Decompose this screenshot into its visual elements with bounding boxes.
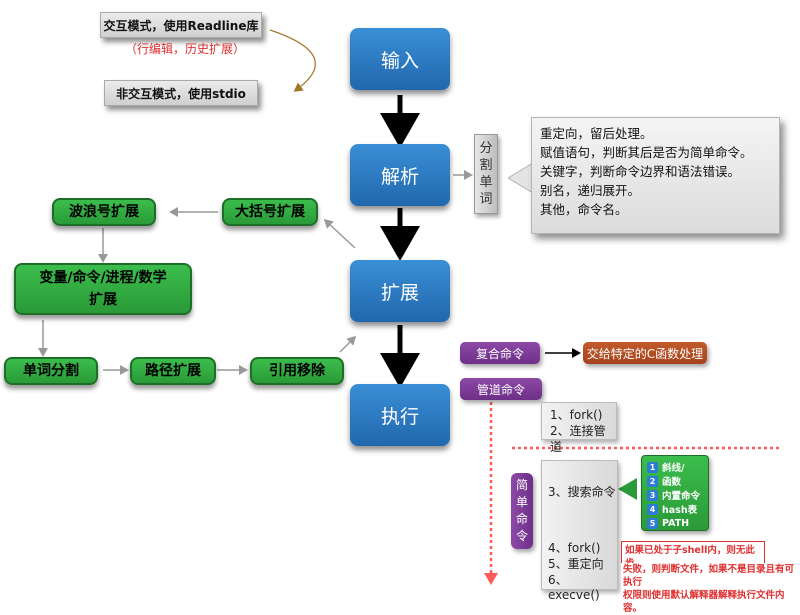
noninteractive-mode-label: 非交互模式，使用stdio (116, 86, 246, 101)
parse-rule-assignment: 赋值语句，判断其后是否为简单命令。 (540, 145, 753, 160)
simple-command-label: 简 单 命 令 (511, 473, 533, 549)
pipeline-step-fork: 1、fork() (550, 408, 603, 422)
final-step-execve: 6、execve() (548, 573, 600, 602)
pipeline-steps: 1、fork() 2、连接管道 (541, 402, 617, 454)
pipeline-step-connect: 2、连接管道 (550, 424, 606, 454)
compound-command: 复合命令 (460, 342, 540, 364)
simple-char-3: 命 (515, 512, 528, 526)
parse-rules-callout: 重定向，留后处理。 赋值语句，判断其后是否为简单命令。 关键字，判断命令边界和语… (531, 117, 780, 234)
parse-rule-keyword: 关键字，判断命令边界和语法错误。 (540, 164, 741, 179)
brace-expansion: 大括号扩展 (222, 198, 318, 226)
simple-char-1: 简 (515, 478, 528, 492)
simple-char-2: 单 (515, 495, 528, 509)
search-command-step: 3、搜索命令 (548, 485, 616, 499)
stage-expand: 扩展 (350, 260, 450, 322)
arrow-quote-expand (339, 335, 357, 353)
split-char-4: 词 (479, 192, 493, 207)
tilde-expansion: 波浪号扩展 (52, 198, 156, 226)
variable-command-process-math-expansion: 变量/命令/进程/数学 扩展 (14, 263, 192, 315)
stage-execute: 执行 (350, 384, 450, 446)
split-char-1: 分 (479, 141, 493, 156)
arrow-expand-brace (323, 218, 356, 249)
stage-parse: 解析 (350, 144, 450, 206)
variable-expansion-line2: 扩展 (89, 292, 117, 308)
connector-layer (38, 29, 780, 585)
exec-fail-note: 失败，则判断文件，如果不是目录且有可执行 权限则使用默认解释器解释执行文件内容。 (621, 563, 799, 615)
split-words-label: 分 割 单 词 (474, 134, 498, 214)
final-step-redirect: 5、重定向 (548, 557, 604, 571)
variable-expansion-line1: 变量/命令/进程/数学 (39, 270, 167, 286)
final-step-fork: 4、fork() (548, 541, 601, 555)
interactive-mode-label: 交互模式，使用Readline库 (103, 18, 259, 33)
pipeline-command: 管道命令 (460, 378, 542, 400)
exec-fail-line1: 失败，则判断文件，如果不是目录且有可执行 (623, 564, 795, 588)
search-pointer (618, 478, 637, 500)
noninteractive-mode-note: 非交互模式，使用stdio (104, 80, 258, 106)
parse-rule-alias: 别名，递归展开。 (540, 183, 641, 198)
word-splitting: 单词分割 (4, 357, 98, 385)
c-function-handler: 交给特定的C函数处理 (583, 342, 707, 364)
exec-fail-line2: 权限则使用默认解释器解释执行文件内容。 (623, 590, 785, 614)
split-char-3: 单 (479, 175, 493, 190)
path-expansion: 路径扩展 (130, 357, 216, 385)
mode-curve (269, 29, 316, 92)
interactive-mode-note: 交互模式，使用Readline库 (100, 12, 262, 38)
callout-pointer (508, 160, 538, 196)
parse-rule-other: 其他，命令名。 (540, 202, 628, 217)
simple-char-4: 令 (515, 529, 528, 543)
interactive-mode-subnote: （行编辑，历史扩展） (124, 42, 245, 56)
stage-input: 输入 (350, 28, 450, 90)
split-char-2: 割 (479, 158, 493, 173)
simple-command-steps: 3、搜索命令 4、fork() 5、重定向 6、execve() (541, 460, 618, 602)
quote-removal: 引用移除 (250, 357, 344, 385)
parse-rule-redirect: 重定向，留后处理。 (540, 126, 653, 141)
